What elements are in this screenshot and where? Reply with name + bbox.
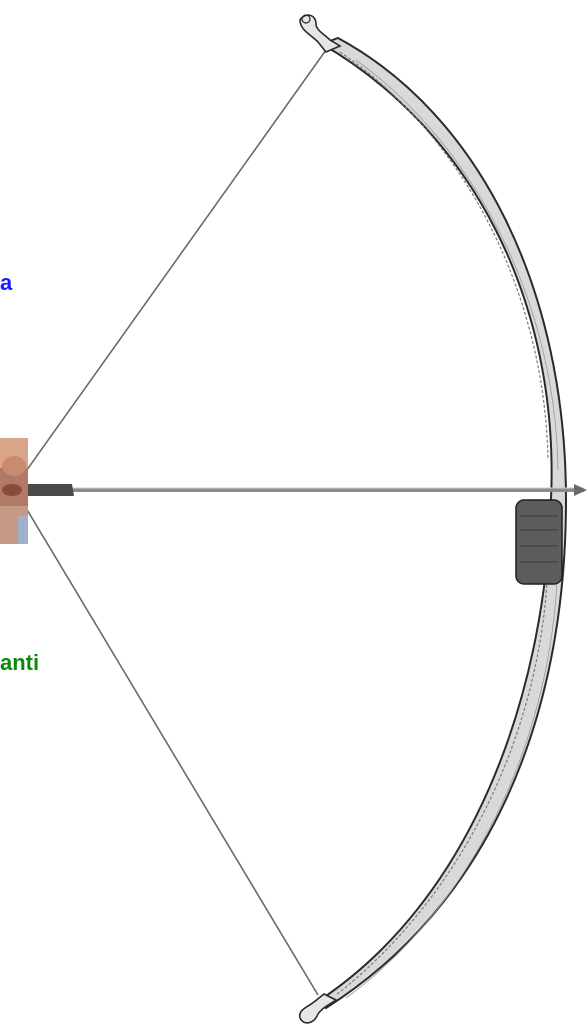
bow-top-tip <box>300 15 340 52</box>
face-photo-icon <box>0 438 28 544</box>
arrow-icon <box>14 484 587 496</box>
bow-string <box>14 50 326 995</box>
bow-grip <box>516 500 562 584</box>
top-label: a <box>0 272 12 294</box>
bow-bottom-tip <box>300 994 336 1023</box>
bottom-label: anti <box>0 652 39 674</box>
